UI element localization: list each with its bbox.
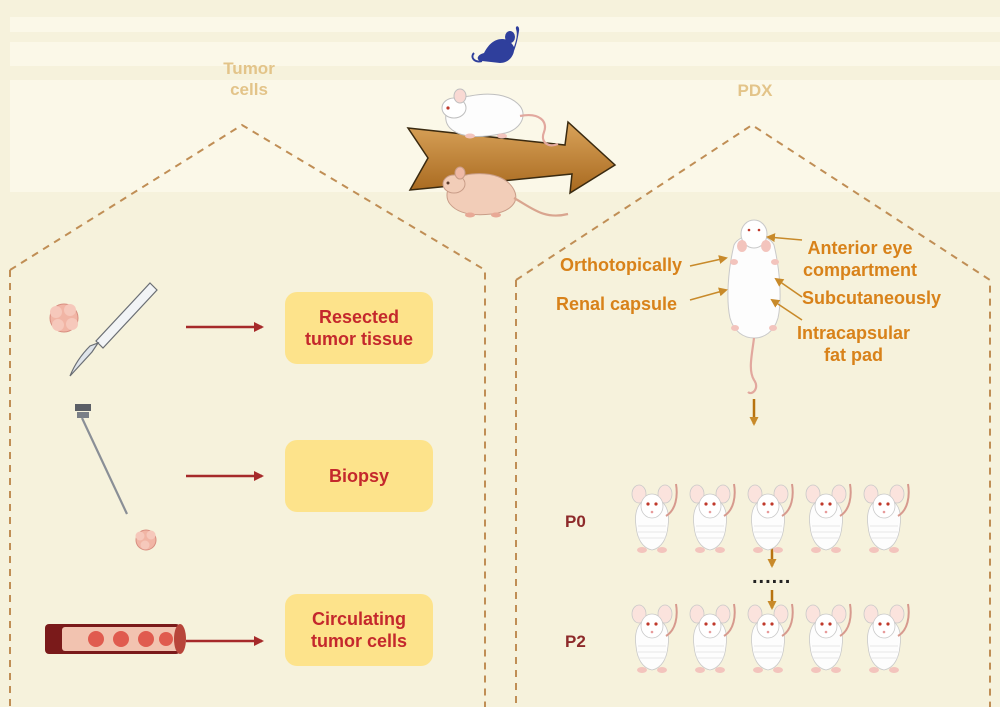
transfer-arrow: [406, 120, 617, 195]
mouse-p2-3: [747, 603, 794, 674]
mouse-p2-1: [631, 603, 678, 674]
arrow-orthotopically: [689, 255, 728, 267]
mouse-p0-5: [863, 483, 910, 554]
site-subcutaneously: Subcutaneously: [802, 288, 942, 308]
arrow-anterior-eye: [766, 233, 803, 243]
passage-label-p0: P0: [565, 512, 586, 531]
mouse-p2-5: [863, 603, 910, 674]
mouse-p0-1: [631, 483, 678, 554]
biopsy-sample-image: [135, 529, 157, 551]
header-band-top: [10, 17, 1000, 32]
mouse-p0-4: [805, 483, 852, 554]
site-renal-capsule: Renal capsule: [556, 294, 678, 314]
site-intracapsular-fat-pad: Intracapsular fat pad: [797, 323, 911, 365]
mouse-icon: [471, 26, 520, 63]
mouse-p2-2: [689, 603, 736, 674]
mouse-p0-2: [689, 483, 736, 554]
p2-mice-row: [631, 603, 910, 674]
p0-mice-row: [631, 483, 910, 554]
biopsy-box: Biopsy: [285, 440, 433, 512]
right-panel-outline: [515, 123, 991, 707]
mouse-p0-3: [747, 483, 794, 554]
site-anterior-eye-compartment: Anterior eye compartment: [803, 238, 918, 280]
arrow-subcutaneously: [774, 277, 803, 298]
blood-vessel-icon: [45, 624, 186, 654]
arrow-renal-capsule: [689, 287, 728, 301]
scalpel-icon: [69, 282, 158, 377]
left-panel-title: Tumor cells: [223, 59, 275, 99]
mouse-top-view-image: [727, 219, 781, 395]
tumor-tissue-image: [49, 303, 79, 333]
resected-tumor-tissue-box: Resected tumor tissue: [285, 292, 433, 364]
mouse-p2-4: [805, 603, 852, 674]
right-panel-title: PDX: [737, 81, 773, 100]
circulating-tumor-cells-box: Circulating tumor cells: [285, 594, 433, 666]
arrow-fat-pad: [770, 298, 803, 321]
nude-mouse-image: [442, 166, 569, 218]
white-mouse-image: [441, 88, 559, 147]
biopsy-needle-icon: [75, 404, 128, 515]
passage-label-p2: P2: [565, 632, 586, 651]
left-panel-outline: [9, 123, 486, 707]
site-orthotopically: Orthotopically: [560, 255, 683, 275]
passage-ellipsis: ......: [752, 566, 792, 588]
